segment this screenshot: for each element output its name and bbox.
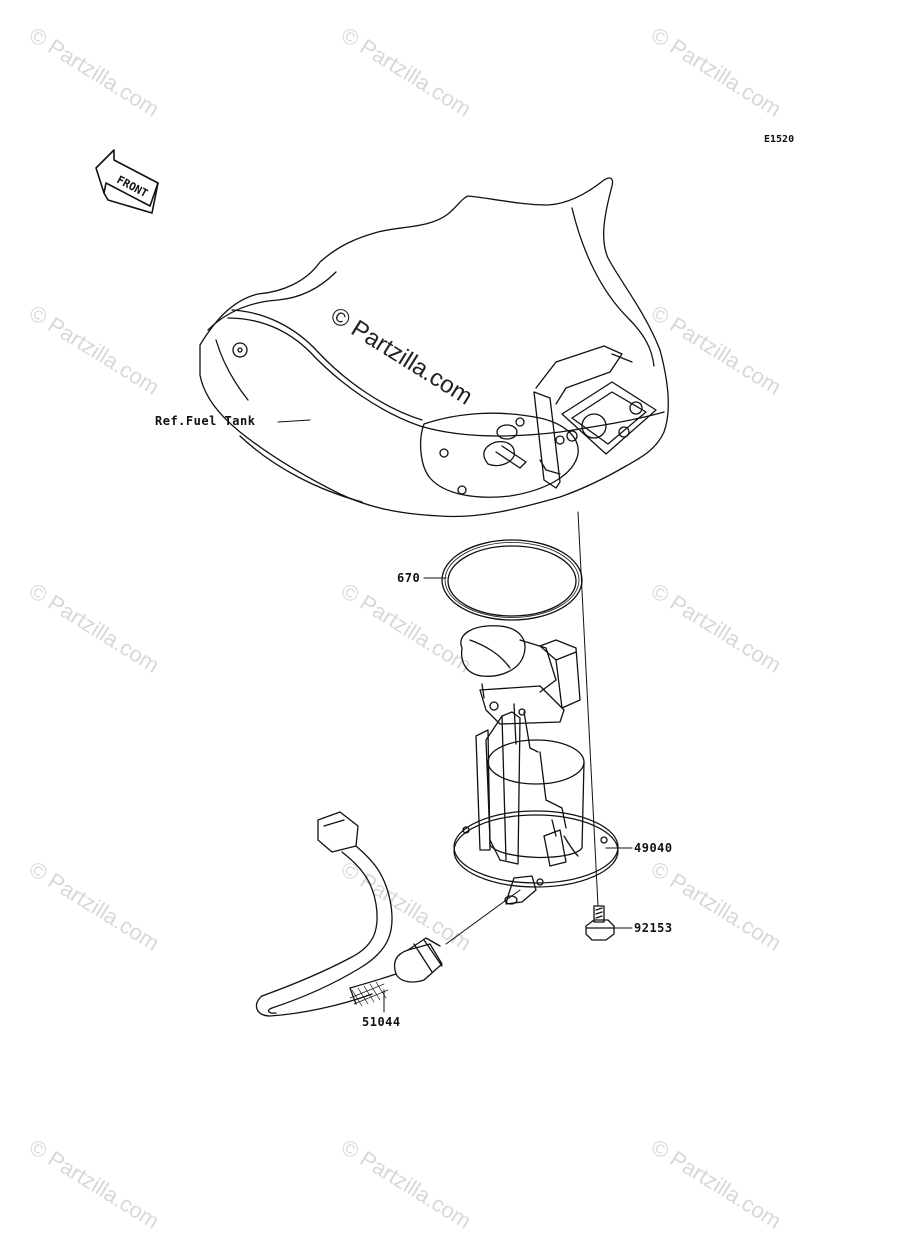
callout-bolt: 92153: [634, 921, 673, 935]
leader-lines: [277, 419, 633, 1013]
bolt: [585, 905, 615, 941]
front-arrow-icon: [95, 149, 159, 214]
diagram-code: E1520: [764, 134, 795, 145]
parts-diagram: © Partzilla.com © Partzilla.com © Partzi…: [25, 22, 795, 1234]
callout-fuel-pump: 49040: [634, 841, 673, 855]
center-lines: [445, 511, 599, 945]
callout-gasket: 670: [397, 571, 421, 585]
fuel-pump-assembly: [453, 625, 619, 905]
fuel-hose: [255, 811, 443, 1017]
callout-hose: 51044: [362, 1015, 401, 1029]
fuel-tank: [199, 177, 670, 518]
gasket-ring: [441, 539, 583, 621]
drawing-canvas: FRONT: [95, 149, 670, 1017]
callout-fuel-tank: Ref.Fuel Tank: [155, 414, 256, 428]
